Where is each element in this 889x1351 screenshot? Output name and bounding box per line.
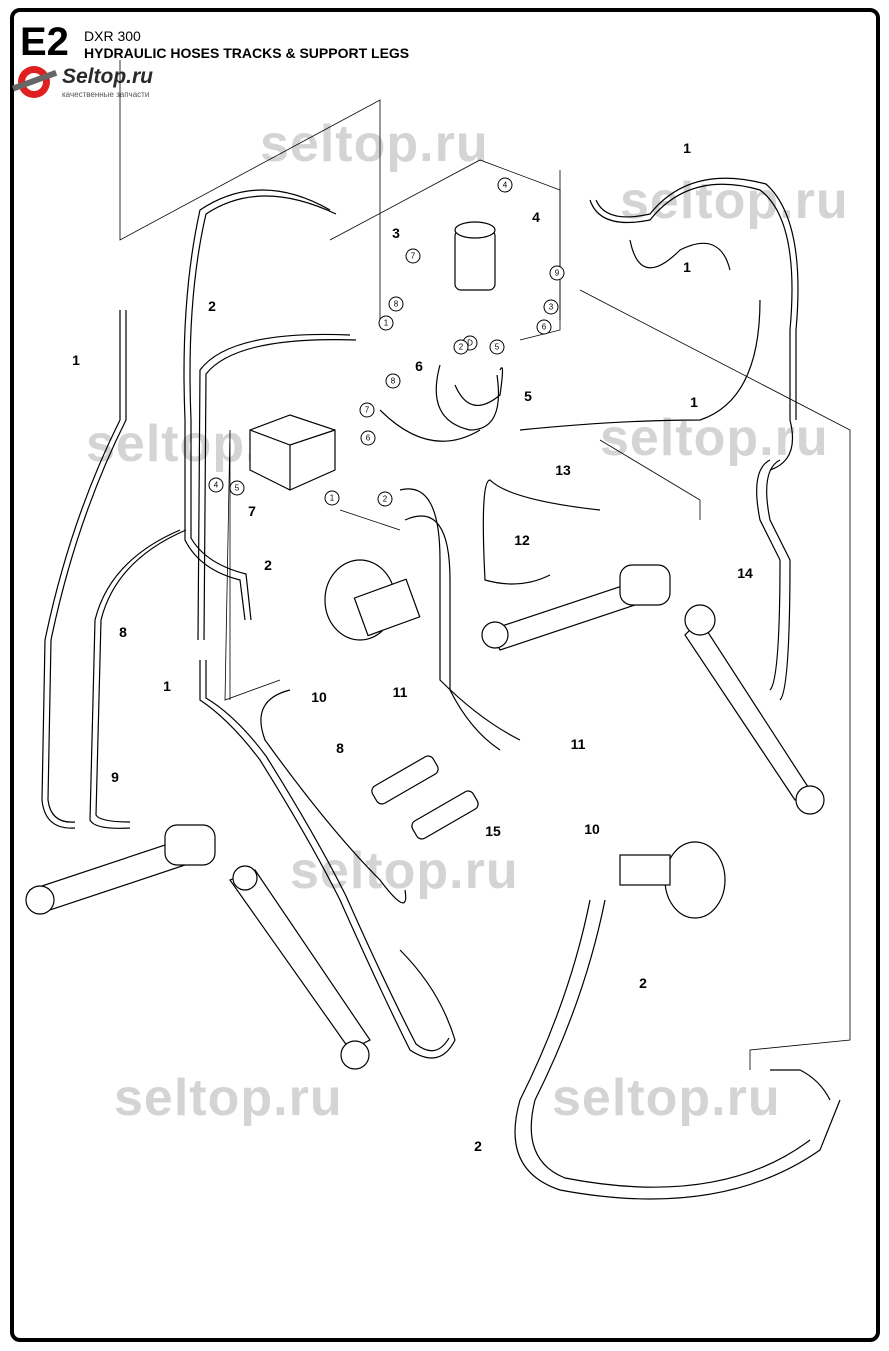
port-marker: 5 <box>229 480 245 496</box>
logo-tagline: качественные запчасти <box>62 90 150 99</box>
port-marker: 1 <box>324 490 340 506</box>
callout[interactable]: 8 <box>336 740 344 756</box>
callout[interactable]: 15 <box>485 823 501 839</box>
callout[interactable]: 10 <box>584 821 600 837</box>
port-marker: 6 <box>536 319 552 335</box>
port-marker: 2 <box>453 339 469 355</box>
page-frame <box>10 8 880 1342</box>
diagram-title: HYDRAULIC HOSES TRACKS & SUPPORT LEGS <box>84 45 410 61</box>
logo-text: Seltop.ru <box>62 65 154 88</box>
port-marker: 4 <box>208 477 224 493</box>
hoses <box>41 177 841 1200</box>
callout[interactable]: 11 <box>570 736 586 752</box>
callout[interactable]: 2 <box>264 557 272 573</box>
swivel-motor <box>454 221 496 291</box>
port-marker: 3 <box>543 299 559 315</box>
leader-lines <box>119 60 851 1070</box>
callout[interactable]: 1 <box>683 140 691 156</box>
callout[interactable]: 14 <box>737 565 753 581</box>
port-marker: 5 <box>489 339 505 355</box>
callout[interactable]: 1 <box>72 352 80 368</box>
callout[interactable]: 4 <box>532 209 540 225</box>
port-marker: 1 <box>378 315 394 331</box>
callout[interactable]: 1 <box>683 259 691 275</box>
callout[interactable]: 10 <box>311 689 327 705</box>
callout[interactable]: 5 <box>524 388 532 404</box>
port-marker: 7 <box>359 402 375 418</box>
callout[interactable]: 2 <box>639 975 647 991</box>
callout[interactable]: 8 <box>119 624 127 640</box>
port-marker: 6 <box>360 430 376 446</box>
port-marker: 9 <box>549 265 565 281</box>
model-name: DXR 300 <box>84 28 141 44</box>
rotary-couplings <box>371 755 479 840</box>
valve-block <box>249 414 336 491</box>
callout[interactable]: 3 <box>392 225 400 241</box>
callout[interactable]: 2 <box>474 1138 482 1154</box>
port-marker: 4 <box>497 177 513 193</box>
watermark: seltop.ru <box>114 1069 343 1127</box>
callout[interactable]: 1 <box>163 678 171 694</box>
port-marker: 8 <box>385 373 401 389</box>
watermark: seltop.ru <box>552 1069 781 1127</box>
section-code: E2 <box>20 20 69 64</box>
callout[interactable]: 9 <box>111 769 119 785</box>
track-motor-left <box>324 559 421 641</box>
port-marker: 7 <box>405 248 421 264</box>
watermark: seltop.ru <box>620 172 849 230</box>
port-marker: 2 <box>377 491 393 507</box>
callout[interactable]: 12 <box>514 532 530 548</box>
callout[interactable]: 1 <box>690 394 698 410</box>
watermark: seltop.ru <box>290 842 519 900</box>
logo-fist-icon <box>12 66 58 98</box>
callout[interactable]: 11 <box>392 684 408 700</box>
callout[interactable]: 13 <box>555 462 571 478</box>
port-marker: 8 <box>388 296 404 312</box>
callout[interactable]: 2 <box>208 298 216 314</box>
callout[interactable]: 7 <box>248 503 256 519</box>
support-leg-cylinders <box>25 564 825 1070</box>
track-motor-right <box>619 841 726 919</box>
callout[interactable]: 6 <box>415 358 423 374</box>
